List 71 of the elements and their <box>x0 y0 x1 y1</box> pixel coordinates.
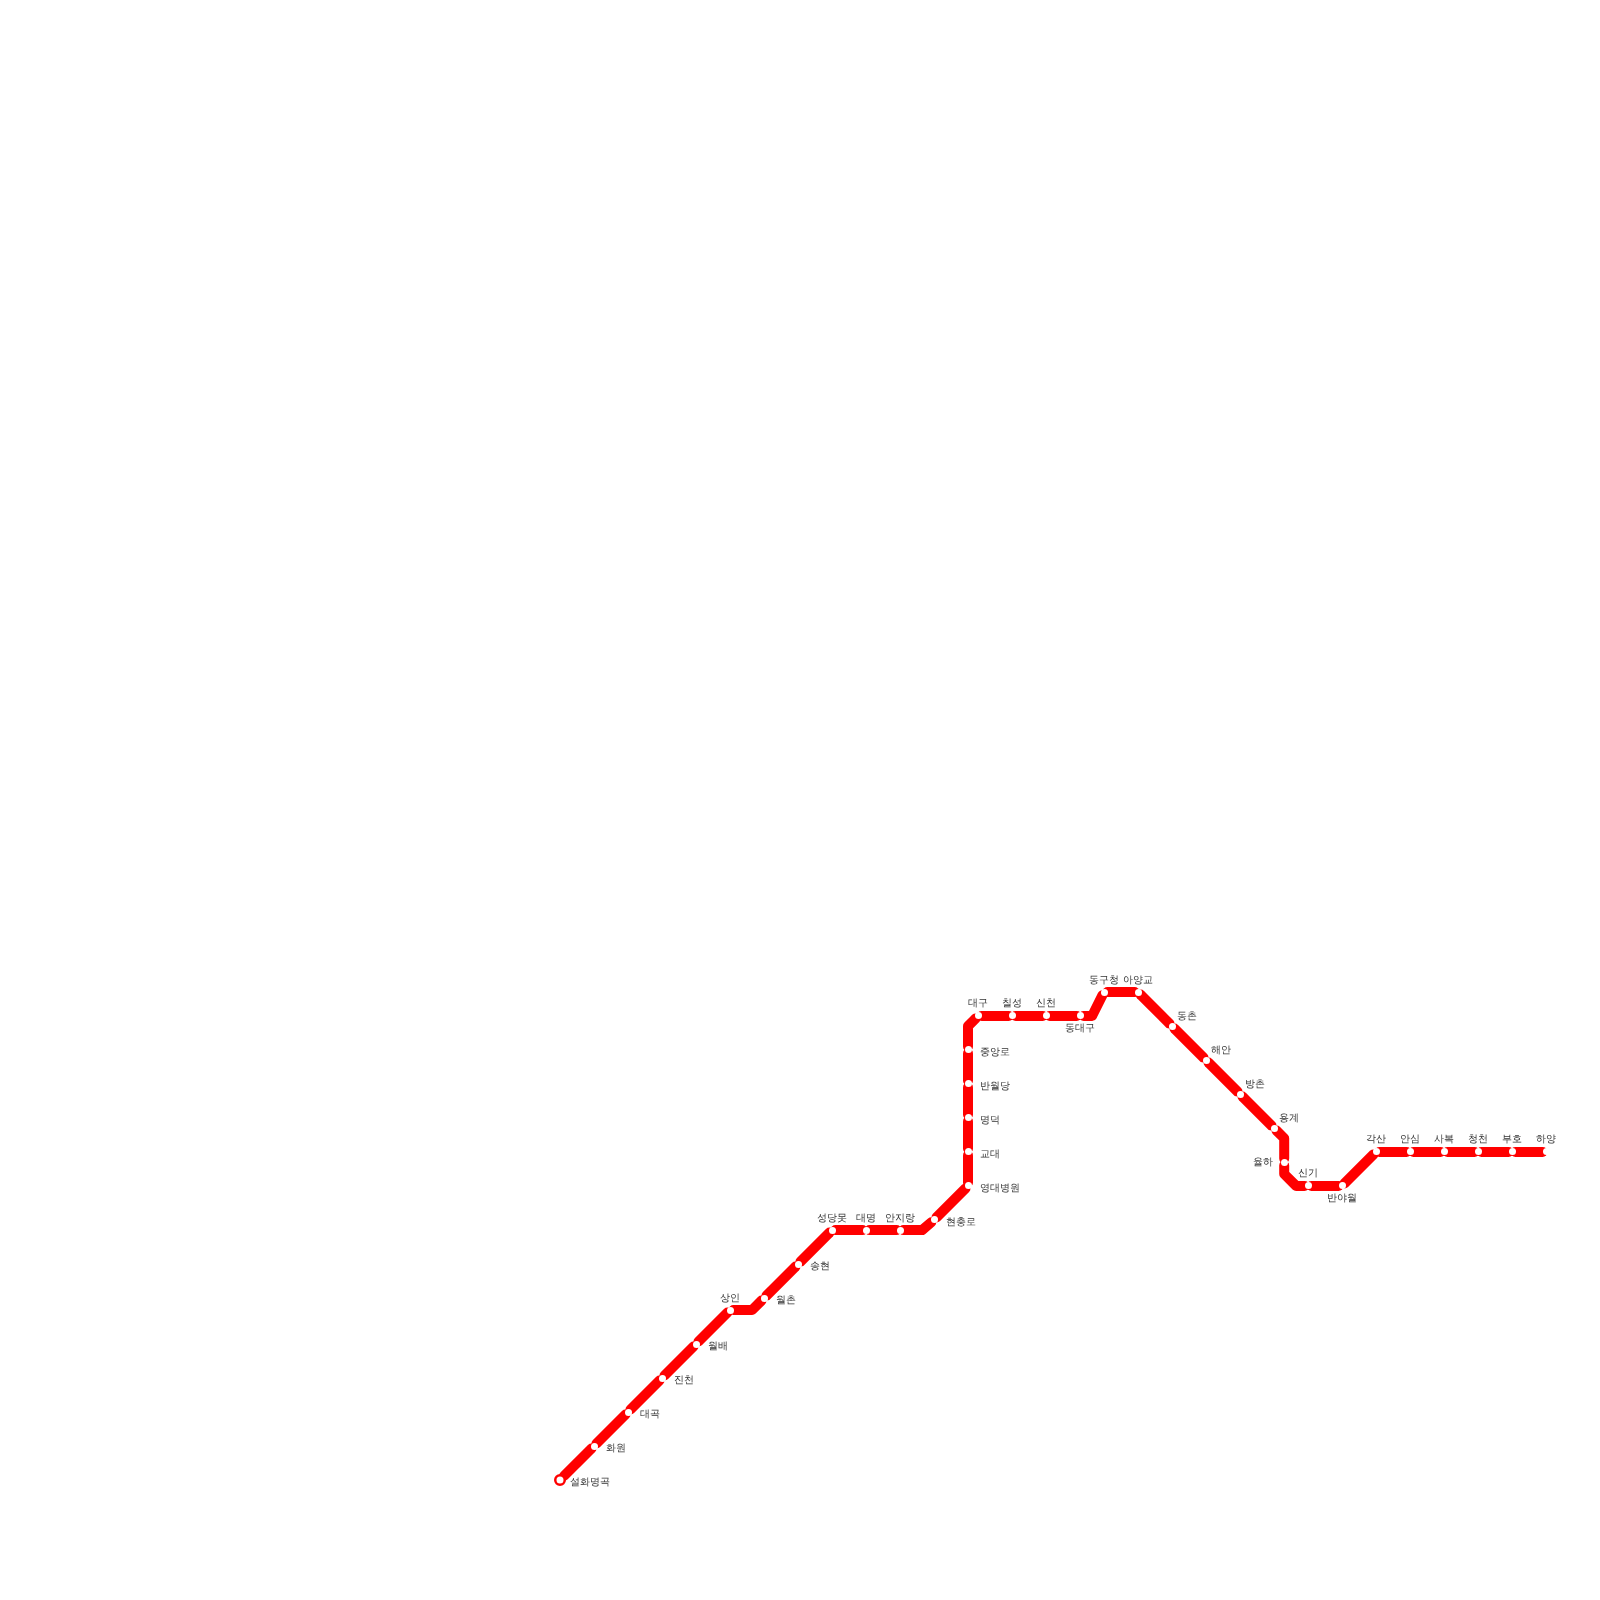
metro-line <box>591 1409 631 1449</box>
station-name: 대구 <box>968 997 989 1010</box>
station-name: 설화명곡 <box>570 1476 610 1488</box>
metro-line <box>761 1261 801 1301</box>
metro-line <box>795 1227 835 1267</box>
metro-line <box>1135 989 1175 1029</box>
metro-line <box>898 1217 937 1236</box>
metro-line <box>1044 1010 1082 1021</box>
metro-line <box>1374 1146 1412 1157</box>
station-name: 부호 <box>1502 1133 1522 1146</box>
metro-line <box>693 1307 733 1347</box>
station-name: 영대병원 <box>979 1181 1020 1194</box>
metro-line <box>963 1150 973 1188</box>
station-name: 중앙로 <box>979 1045 1010 1058</box>
station-name: 율하 <box>1252 1156 1273 1169</box>
station-name: 월촌 <box>775 1294 796 1307</box>
station-name: 명덕 <box>979 1113 1000 1126</box>
metro-line <box>963 1082 973 1120</box>
metro-line <box>1169 1023 1209 1063</box>
metro-line <box>659 1341 699 1381</box>
metro-line <box>1510 1146 1548 1157</box>
station-name: 신천 <box>1036 997 1057 1010</box>
metro-line <box>830 1225 868 1236</box>
station-name: 안심 <box>1400 1133 1420 1146</box>
station-name: 대곡 <box>639 1408 660 1420</box>
metro-line <box>1102 987 1140 998</box>
station-name: 동대구 <box>1065 1022 1096 1035</box>
metro-line <box>1203 1057 1243 1097</box>
station-name: 신기 <box>1298 1167 1318 1180</box>
metro-line <box>1306 1180 1344 1191</box>
station-name: 동촌 <box>1176 1009 1197 1022</box>
station-name: 해안 <box>1210 1043 1231 1056</box>
station-name: 화원 <box>605 1442 626 1454</box>
station-name: 용계 <box>1278 1111 1299 1124</box>
station-name: 대명 <box>856 1211 876 1224</box>
station-name: 하양 <box>1536 1133 1556 1146</box>
station-name: 방촌 <box>1244 1077 1265 1090</box>
metro-line <box>976 1010 1014 1021</box>
metro-line <box>559 1443 597 1481</box>
station-name: 동구청 <box>1089 973 1119 986</box>
metro-line <box>1408 1146 1446 1157</box>
station-name: 상인 <box>720 1291 740 1304</box>
station-name: 진천 <box>673 1374 694 1386</box>
station-name: 반월당 <box>979 1079 1010 1092</box>
metro-line <box>1078 990 1108 1021</box>
metro-line <box>1339 1149 1379 1189</box>
metro-line <box>864 1225 902 1236</box>
station-name: 아양교 <box>1123 973 1153 986</box>
metro-line <box>728 1295 767 1315</box>
station-name: 각산 <box>1366 1133 1386 1146</box>
station-name: 청천 <box>1468 1133 1488 1146</box>
metro-line <box>625 1375 665 1415</box>
station-name: 반야월 <box>1327 1192 1357 1205</box>
station-name: 교대 <box>979 1147 1000 1160</box>
metro-line <box>1442 1146 1480 1157</box>
metro-line <box>963 1116 973 1154</box>
station-name: 성당못 <box>817 1211 847 1224</box>
metro-line <box>1271 1125 1290 1164</box>
metro-line <box>963 1048 973 1086</box>
station-name: 칠성 <box>1002 997 1023 1010</box>
station-name: 사복 <box>1434 1133 1454 1146</box>
metro-line <box>931 1183 971 1223</box>
station-name: 송현 <box>809 1260 830 1273</box>
metro-line <box>1237 1091 1277 1131</box>
station-name: 현충로 <box>945 1215 976 1228</box>
station-name: 안지랑 <box>885 1211 915 1224</box>
metro-line <box>1476 1146 1514 1157</box>
station-name: 월배 <box>707 1340 728 1352</box>
metro-line <box>963 1013 981 1052</box>
metro-line <box>1010 1010 1048 1021</box>
metro-line <box>1279 1160 1310 1191</box>
